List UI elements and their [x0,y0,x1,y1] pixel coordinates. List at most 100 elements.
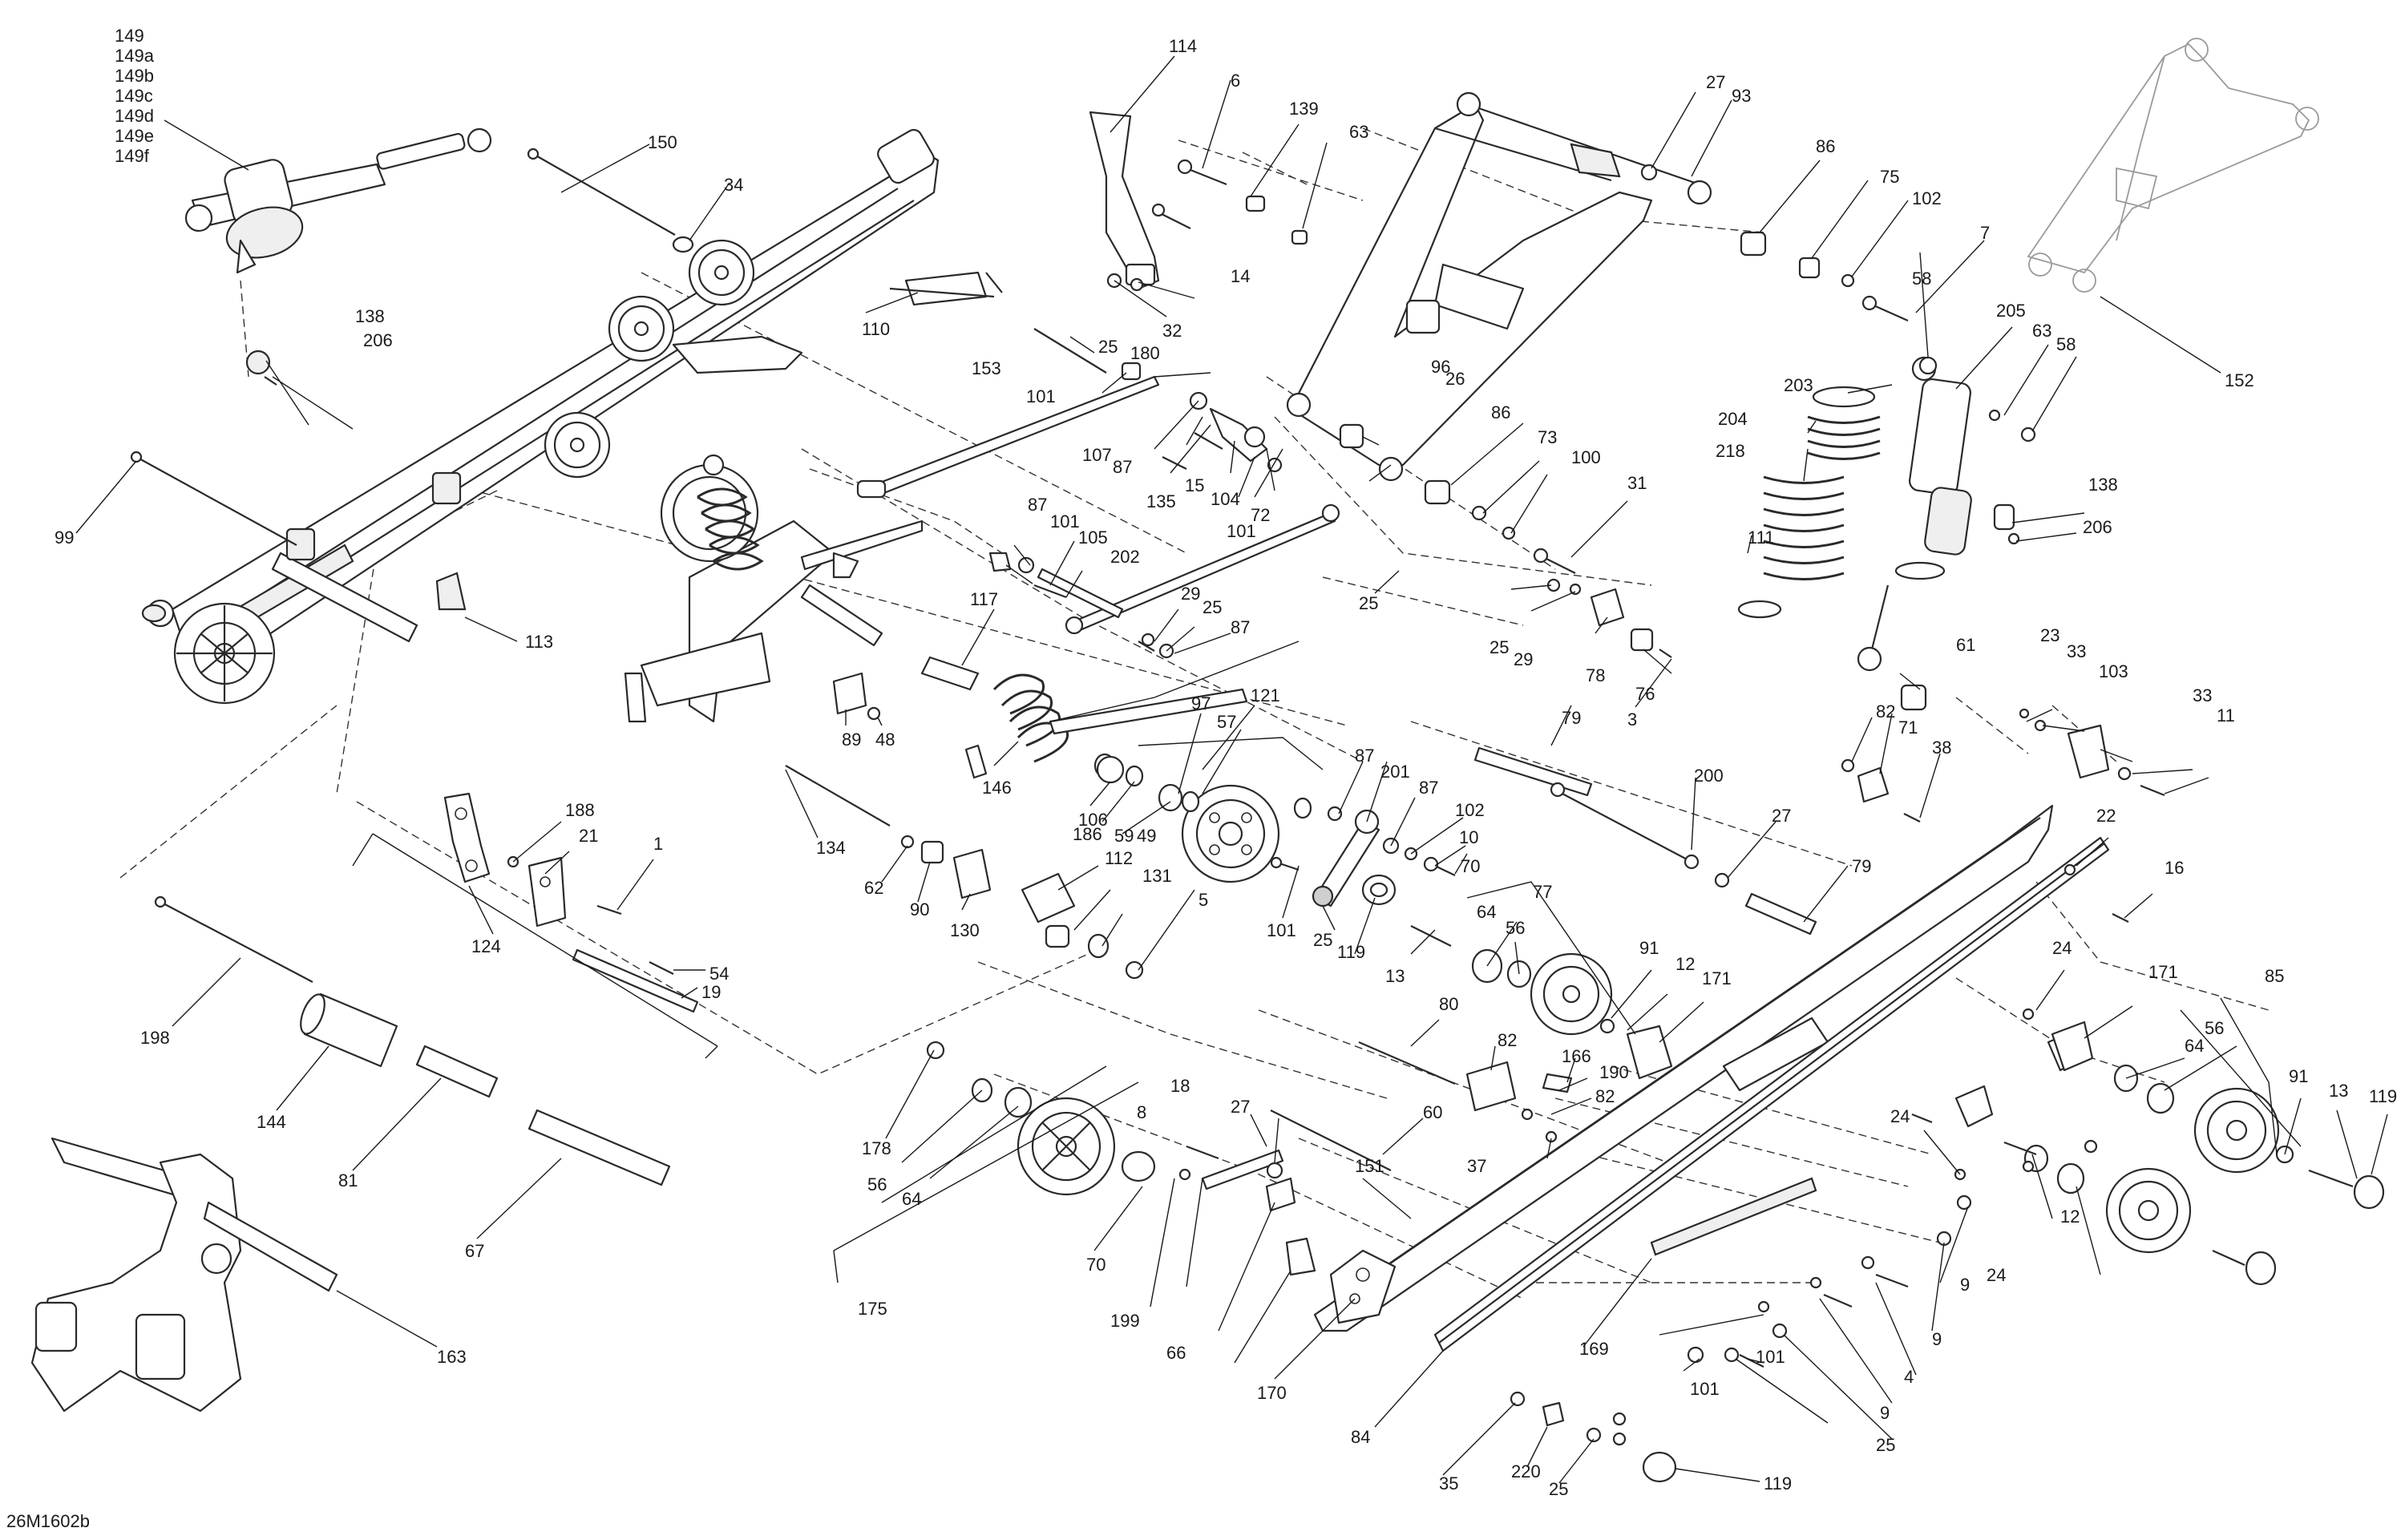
ghost-upper-arm-152 [2027,38,2319,293]
callout-103: 103 [2099,661,2128,681]
callout-171-a: 171 [1702,968,1732,988]
washer-34 [672,236,694,253]
callout-105: 105 [1078,527,1108,548]
callout-205: 205 [1996,301,2026,321]
callout-25-d: 25 [1202,597,1222,617]
bracket-71-82 [1841,758,1921,823]
callout-119-bottom: 119 [1764,1473,1792,1494]
bolt-14 [1151,203,1191,229]
callout-64-b: 64 [2185,1036,2204,1056]
wheel-85-lower [1954,1085,2192,1254]
callout-77: 77 [1533,882,1552,902]
leader-lines [75,55,2388,1484]
washer-100 [1502,526,1516,540]
callout-82-a: 82 [1498,1030,1517,1050]
callout-33-b: 33 [2193,685,2212,705]
callout-67: 67 [465,1241,484,1261]
callout-112: 112 [1105,848,1133,868]
callout-138: 138 [355,306,385,326]
callout-151: 151 [1355,1156,1384,1176]
callout-59: 59 [1114,826,1134,846]
callout-64-c: 64 [902,1189,921,1209]
shaft-200 [1550,782,1700,870]
callout-107: 107 [1082,445,1112,465]
callout-81: 81 [338,1170,358,1190]
nut-138-front [245,350,277,386]
callout-101-c: 101 [1050,511,1080,532]
rear-shock-absorber [1857,356,2020,672]
bracket-103 [2019,708,2165,797]
callout-169: 169 [1579,1339,1609,1359]
callout-5: 5 [1198,890,1208,910]
slide-rail-170 [1313,804,2054,1332]
spring-146 [964,673,1248,779]
callout-16: 16 [2164,858,2184,878]
callout-110: 110 [862,319,890,339]
callout-25-e: 25 [1313,930,1332,950]
callout-54: 54 [709,964,729,984]
callout-23: 23 [2040,625,2059,645]
bushing-61 [1900,684,1927,711]
bracket-166 [1465,1061,1573,1143]
callout-27-right: 27 [1772,806,1791,826]
washer-73 [1471,505,1487,521]
callout-37: 37 [1467,1156,1486,1176]
wheel-121 [1181,784,1280,883]
group-brackets [352,737,2302,1283]
callout-119-right: 119 [2369,1086,2397,1106]
bushing-63-top [1291,229,1308,245]
callout-171-b: 171 [2148,962,2178,982]
callout-9-b: 9 [1932,1329,1942,1349]
tube-81 [415,1045,499,1098]
callout-99: 99 [55,527,74,548]
callout-186: 186 [1073,824,1102,844]
callout-119-mid: 119 [1337,942,1365,962]
callout-labels: 149 149a 149b 149c 149d 149e 149f 150 34… [6,26,2397,1531]
callout-58-b: 58 [2056,334,2076,354]
callout-104: 104 [1211,489,1240,509]
callout-63-b: 63 [2032,321,2051,341]
callout-63: 63 [1349,122,1368,142]
callout-1: 1 [653,834,663,854]
callout-102-top: 102 [1912,188,1942,208]
callout-57: 57 [1217,712,1236,732]
callout-25-b: 25 [1359,593,1378,613]
callout-82-c: 82 [1876,701,1895,721]
callout-149e: 149e [115,126,154,146]
callout-58-a: 58 [1912,269,1931,289]
bracket-114 [1089,111,1160,290]
callout-72: 72 [1251,505,1270,525]
callout-87-b: 87 [1028,495,1047,515]
callout-15: 15 [1185,475,1204,495]
callout-34: 34 [724,175,743,195]
bolt-5-101 [1125,856,1300,980]
callout-130: 130 [950,920,980,940]
callout-220: 220 [1511,1461,1541,1481]
callout-22: 22 [2096,806,2116,826]
bolt-7 [1861,295,1909,322]
callout-149c: 149c [115,86,153,106]
bushing-90-62 [900,835,944,864]
callout-24-b: 24 [1890,1106,1910,1126]
callout-25-c: 25 [1489,637,1509,657]
callout-202: 202 [1110,547,1140,567]
nut-27-right [1714,872,1730,888]
callout-87-e: 87 [1419,778,1438,798]
callout-101-f: 101 [1690,1379,1720,1399]
callout-24-c: 24 [1987,1265,2006,1285]
callout-12-a: 12 [1675,954,1695,974]
callout-153: 153 [972,358,1001,378]
small-parts-220-35 [1510,1391,1677,1483]
block-130 [952,848,992,899]
callout-93: 93 [1732,86,1751,106]
callout-62: 62 [864,878,883,898]
callout-190: 190 [1599,1062,1629,1082]
callout-70-top: 70 [1461,856,1480,876]
bolt-31 [1533,548,1576,574]
callout-101-b: 101 [1227,521,1256,541]
front-suspension-arm-assembly [624,454,924,723]
callout-206: 206 [363,330,393,350]
rod-150 [527,148,676,236]
rod-153 [1033,328,1107,374]
